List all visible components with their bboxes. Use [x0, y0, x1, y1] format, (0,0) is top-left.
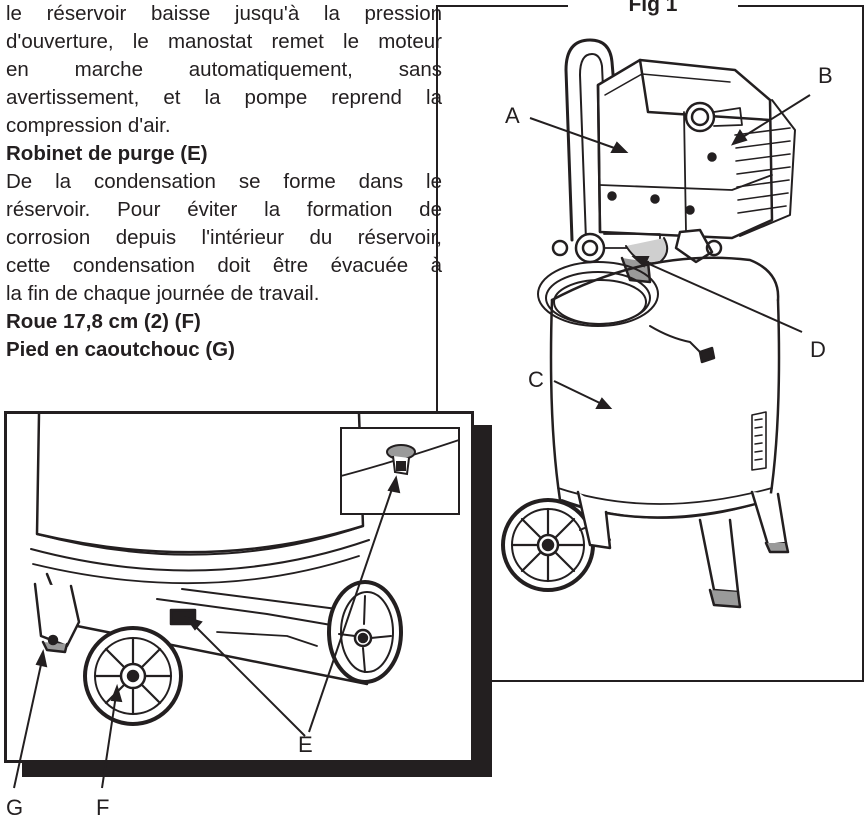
text-line: compression d'air. — [6, 114, 171, 137]
heading-rubber-foot: Pied en caoutchouc (G) — [6, 338, 235, 361]
text-line: d'ouverture, le manostat remet le moteur — [6, 30, 442, 53]
figure-title: Fig 1 — [568, 0, 738, 18]
text-line: avertissement, et la pompe reprend la — [6, 86, 442, 109]
inset-frame — [4, 411, 474, 763]
label-c: C — [528, 367, 544, 392]
label-b: B — [818, 63, 833, 88]
text-line: en marche automatiquement, sans — [6, 58, 442, 81]
text-line: réservoir. Pour éviter la formation de — [6, 198, 442, 221]
label-f: F — [96, 795, 110, 820]
label-d: D — [810, 337, 826, 362]
text-line: cette condensation doit être évacuée à — [6, 254, 442, 277]
text-line: le réservoir baisse jusqu'à la pression — [6, 2, 442, 25]
inset-illustration — [30, 414, 460, 737]
text-line: De la condensation se forme dans le — [6, 170, 442, 193]
label-e: E — [298, 732, 313, 757]
heading-wheel: Roue 17,8 cm (2) (F) — [6, 310, 201, 333]
text-line: la fin de chaque journée de travail. — [6, 282, 320, 305]
text-line: corrosion depuis l'intérieur du réservoi… — [6, 226, 442, 249]
label-g: G — [6, 795, 24, 820]
instruction-text: le réservoir baisse jusqu'à la pression … — [6, 0, 442, 364]
heading-purge-valve: Robinet de purge (E) — [6, 142, 208, 165]
inset-detail — [4, 411, 492, 777]
label-a: A — [505, 103, 520, 128]
